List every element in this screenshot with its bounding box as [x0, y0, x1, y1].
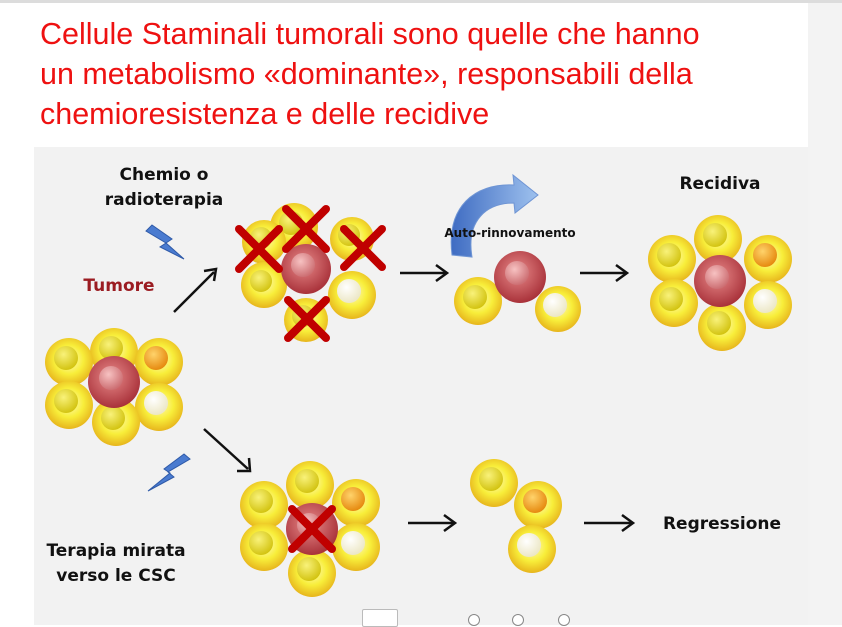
- right-panel-edge: [808, 3, 842, 625]
- cell-yellow-white: [328, 271, 376, 319]
- top-border: [0, 0, 842, 3]
- slide-title-line-2: un metabolismo «dominante», responsabili…: [40, 57, 693, 91]
- cell-yellow-orange: [514, 481, 562, 529]
- cell-yellow-orange: [332, 479, 380, 527]
- cell-yellow-white: [135, 383, 183, 431]
- cross-icon: [282, 205, 330, 253]
- page-number-input[interactable]: [362, 609, 398, 627]
- cell-yellow-orange: [135, 338, 183, 386]
- tumor-cluster: [45, 328, 183, 446]
- cell-yellow: [286, 461, 334, 509]
- label-tumor: Tumore: [83, 276, 154, 296]
- cancer-stem-cell: [281, 244, 331, 294]
- cell-yellow: [288, 549, 336, 597]
- zoom-reset-icon[interactable]: [512, 614, 524, 626]
- arrow-icon: [203, 428, 252, 473]
- label-chemo-line-2: radioterapia: [105, 190, 224, 210]
- arrow-icon: [584, 513, 636, 533]
- cell-yellow-orange: [744, 235, 792, 283]
- cell-yellow: [650, 279, 698, 327]
- cross-icon: [235, 225, 283, 273]
- label-relapse: Recidiva: [679, 174, 760, 194]
- cell-yellow: [45, 381, 93, 429]
- cell-yellow: [45, 338, 93, 386]
- cell-yellow-white: [332, 523, 380, 571]
- label-regression: Regressione: [663, 514, 781, 534]
- label-targeted-line-2: verso le CSC: [56, 566, 176, 586]
- cell-yellow-white: [508, 525, 556, 573]
- cancer-stem-cell-diagram: Chemio o radioterapia Tumore Aut: [34, 147, 808, 625]
- pager: [290, 609, 590, 627]
- zoom-out-icon[interactable]: [468, 614, 480, 626]
- slide-title-line-1: Cellule Staminali tumorali sono quelle c…: [40, 17, 700, 51]
- arrow-icon: [173, 267, 218, 313]
- cell-yellow: [698, 303, 746, 351]
- cell-yellow: [454, 277, 502, 325]
- slide-title: Cellule Staminali tumorali sono quelle c…: [40, 14, 840, 134]
- cell-yellow: [470, 459, 518, 507]
- lightning-icon: [147, 453, 191, 492]
- self-renewal-arrow-icon: [450, 173, 539, 258]
- cell-yellow: [241, 262, 287, 308]
- cross-icon: [284, 296, 330, 342]
- cancer-stem-cell: [494, 251, 546, 303]
- cell-yellow: [240, 481, 288, 529]
- cell-yellow-white: [535, 286, 581, 332]
- label-targeted-line-1: Terapia mirata: [46, 541, 185, 561]
- cell-yellow: [92, 398, 140, 446]
- cell-yellow: [694, 215, 742, 263]
- label-chemo-line-1: Chemio o: [120, 165, 209, 185]
- cross-icon: [288, 505, 336, 553]
- cancer-stem-cell: [694, 255, 746, 307]
- arrow-icon: [580, 263, 630, 283]
- arrow-icon: [408, 513, 458, 533]
- arrow-icon: [400, 263, 450, 283]
- relapse-cluster: [648, 215, 792, 351]
- lightning-icon: [145, 224, 185, 260]
- residual-cells: [470, 459, 562, 573]
- slide-title-line-3: chemioresistenza e delle recidive: [40, 97, 490, 131]
- label-self-renewal: Auto-rinnovamento: [444, 226, 575, 240]
- cell-yellow: [648, 235, 696, 283]
- zoom-in-icon[interactable]: [558, 614, 570, 626]
- cross-icon: [340, 225, 386, 271]
- self-renewal-cluster: [454, 251, 581, 332]
- cell-yellow: [240, 523, 288, 571]
- cell-yellow-white: [744, 281, 792, 329]
- cancer-stem-cell: [88, 356, 140, 408]
